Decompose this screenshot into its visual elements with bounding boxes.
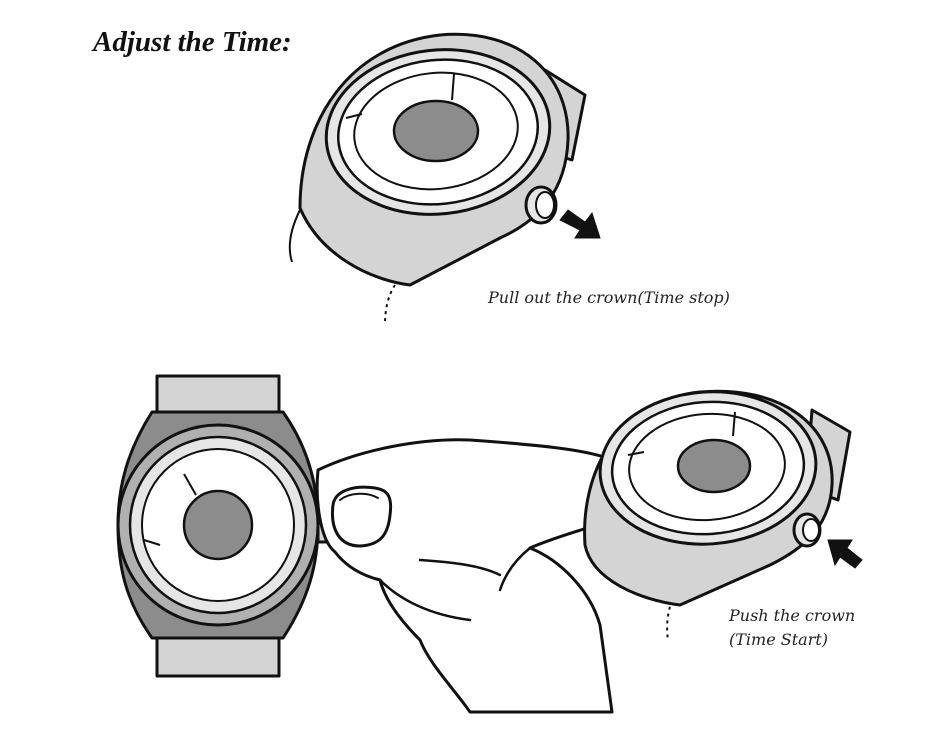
watch-top [288, 32, 587, 326]
watch-right-hand-line-2 [627, 451, 645, 456]
watch-right [583, 389, 852, 641]
watch-front-strap-bottom [155, 634, 281, 678]
hand-outline [315, 438, 614, 714]
step-push-caption-line2: (Time Start) [729, 630, 829, 649]
page-title: Adjust the Time: [93, 26, 292, 58]
watch-front-hand-line [183, 473, 197, 496]
arrow-push-icon [827, 539, 863, 569]
hand-thumb [330, 485, 393, 548]
wrist-line [288, 209, 301, 263]
watch-crown-face [535, 191, 555, 219]
watch-right-hand-line [732, 411, 736, 437]
wrist-dotted-line [384, 284, 396, 326]
hand-thumb-nail [339, 492, 379, 501]
hand-icon [315, 438, 614, 714]
watch-right-crown-face [802, 518, 820, 542]
watch-front [116, 374, 334, 678]
hand-crease-3 [498, 546, 532, 592]
watch-front-hand-line-2 [143, 539, 161, 546]
hand-crease-1 [418, 558, 502, 577]
watch-front-strap-top [155, 374, 281, 414]
step-pull-caption: Pull out the crown(Time stop) [488, 288, 730, 307]
step-push-caption-line1: Push the crown [729, 606, 856, 625]
arrow-pull-icon [559, 209, 601, 239]
wrist-dotted-line-right [666, 599, 673, 641]
watch-top-hand-line-2 [345, 113, 363, 119]
watch-top-hand-line [451, 73, 455, 101]
watch-front-center-disc [182, 489, 254, 561]
watch-right-center-disc [676, 438, 752, 494]
hand-crease-2 [378, 578, 472, 622]
watch-top-center-disc [392, 99, 480, 163]
